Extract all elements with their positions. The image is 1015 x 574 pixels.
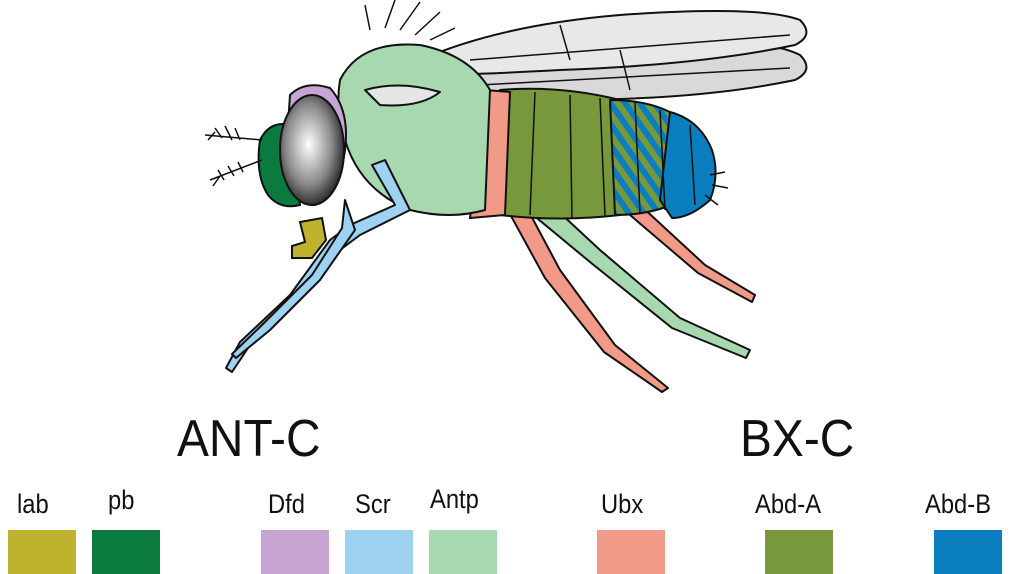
gene-label-scr: Scr [355,491,391,518]
swatch-scr [345,530,413,574]
eye-icon [280,95,344,205]
swatch-lab [8,530,76,574]
gene-label-lab: lab [17,491,49,518]
gene-label-antp: Antp [430,486,479,513]
group-title-ant-c: ANT-C [177,413,321,465]
gene-label-abd-b: Abd-B [925,491,991,518]
thorax [338,0,490,215]
antenna [205,126,262,186]
swatch-ubx [597,530,665,574]
group-title-bx-c: BX-C [740,413,854,465]
swatch-dfd [261,530,329,574]
gene-label-ubx: Ubx [601,491,643,518]
swatch-abd-a [765,530,833,574]
gene-label-pb: pb [108,487,134,514]
fly-illustration [0,0,1015,400]
abdomen [500,89,728,219]
swatch-pb [92,530,160,574]
swatch-antp [429,530,497,574]
gene-label-abd-a: Abd-A [755,491,821,518]
gene-label-dfd: Dfd [268,491,305,518]
swatch-abd-b [934,530,1002,574]
